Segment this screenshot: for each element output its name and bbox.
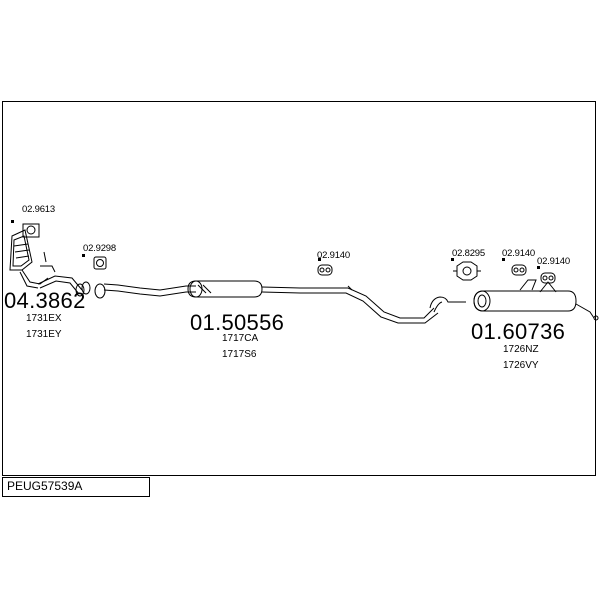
part-number: 04.3862	[4, 288, 86, 313]
rear-silencer-icon	[429, 279, 599, 321]
part-number: 01.50556	[190, 310, 285, 335]
mounting-bracket-icon	[453, 261, 481, 281]
part-ref: 1726VY	[503, 360, 539, 371]
part-ref: 1717S6	[222, 349, 257, 360]
part-code-box: PEUG57539A	[2, 477, 150, 497]
accessory-label: 02.9298	[83, 243, 116, 254]
flange-gasket-icon	[22, 223, 40, 238]
accessory-label: 02.9140	[502, 248, 535, 259]
marker-dots	[11, 220, 540, 269]
catalytic-converter-icon	[9, 229, 91, 297]
accessory-label: 02.8295	[452, 248, 485, 259]
rubber-hanger-icon	[317, 264, 353, 291]
part-ref: 1731EY	[26, 329, 62, 340]
accessory-label: 02.9140	[317, 250, 350, 261]
rubber-hanger-icon	[540, 272, 556, 284]
pipe-clamp-icon	[93, 256, 107, 299]
accessory-label: 02.9140	[537, 256, 570, 267]
part-number: 01.60736	[471, 319, 566, 344]
part-ref: 1726NZ	[503, 344, 539, 355]
part-ref: 1731EX	[26, 313, 62, 324]
rubber-hanger-icon	[511, 264, 527, 276]
part-ref: 1717CA	[222, 333, 259, 344]
accessory-label: 02.9613	[22, 204, 55, 215]
part-code: PEUG57539A	[7, 479, 83, 493]
diagram-frame	[2, 101, 596, 476]
middle-silencer-icon	[103, 280, 439, 324]
